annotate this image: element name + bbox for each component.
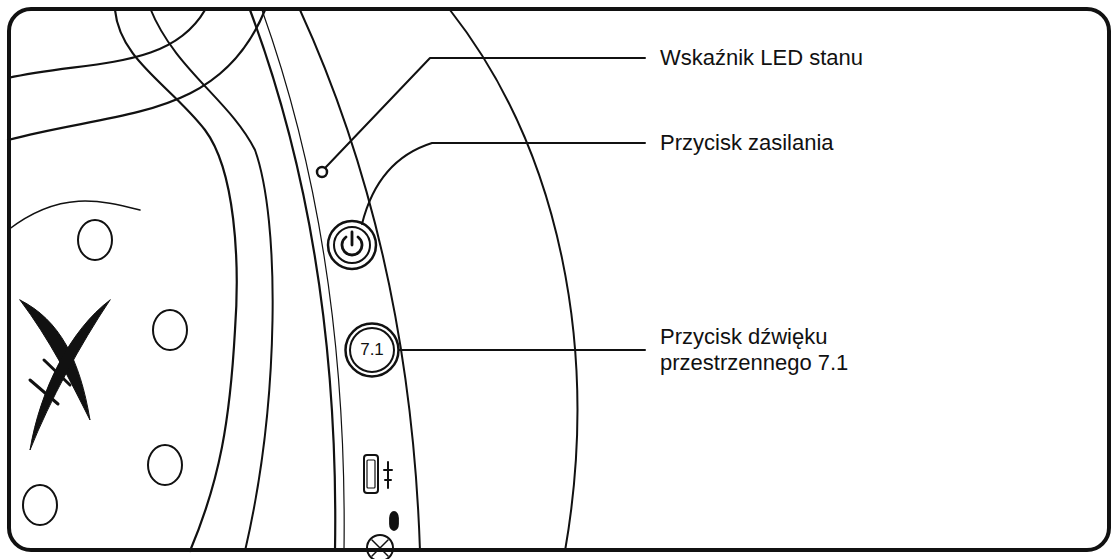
logo-stroke <box>20 300 90 420</box>
earcup-rim-outer <box>150 8 273 551</box>
band-inner-edge <box>250 10 335 551</box>
status-led <box>317 167 327 177</box>
leader-line <box>362 143 645 224</box>
callout-label: Przycisk dźwięku przestrzennego 7.1 <box>660 324 910 377</box>
earcup-dot <box>78 220 112 260</box>
band-groove <box>262 10 344 551</box>
usb-port-inner <box>367 460 375 488</box>
earcup-dot <box>23 485 57 525</box>
mic-icon <box>390 512 398 530</box>
earcup-seam <box>8 201 140 230</box>
earcup-dot <box>148 445 182 485</box>
power-icon-bar <box>351 232 354 245</box>
earcup-dot <box>153 310 187 350</box>
callout-label: Wskaźnik LED stanu <box>660 45 863 71</box>
usb-port <box>364 455 378 493</box>
leader-line <box>326 58 645 167</box>
earcup-rim <box>115 10 237 551</box>
band-outer-edge <box>300 10 420 551</box>
surround-button: 7.1 <box>344 322 400 378</box>
logo-stroke <box>30 300 110 450</box>
usb-icon <box>384 462 392 488</box>
power-button-ring <box>334 227 370 263</box>
button-label: 7.1 <box>344 322 400 378</box>
mic-jack <box>367 535 393 559</box>
cushion-edge <box>8 10 205 78</box>
frame <box>9 9 1109 550</box>
power-button <box>328 221 376 269</box>
leader-line <box>396 349 645 351</box>
cushion-edge-inner <box>8 10 265 140</box>
logo-mark <box>30 360 70 404</box>
earcup-shell <box>450 10 577 551</box>
callout-label: Przycisk zasilania <box>660 130 834 156</box>
